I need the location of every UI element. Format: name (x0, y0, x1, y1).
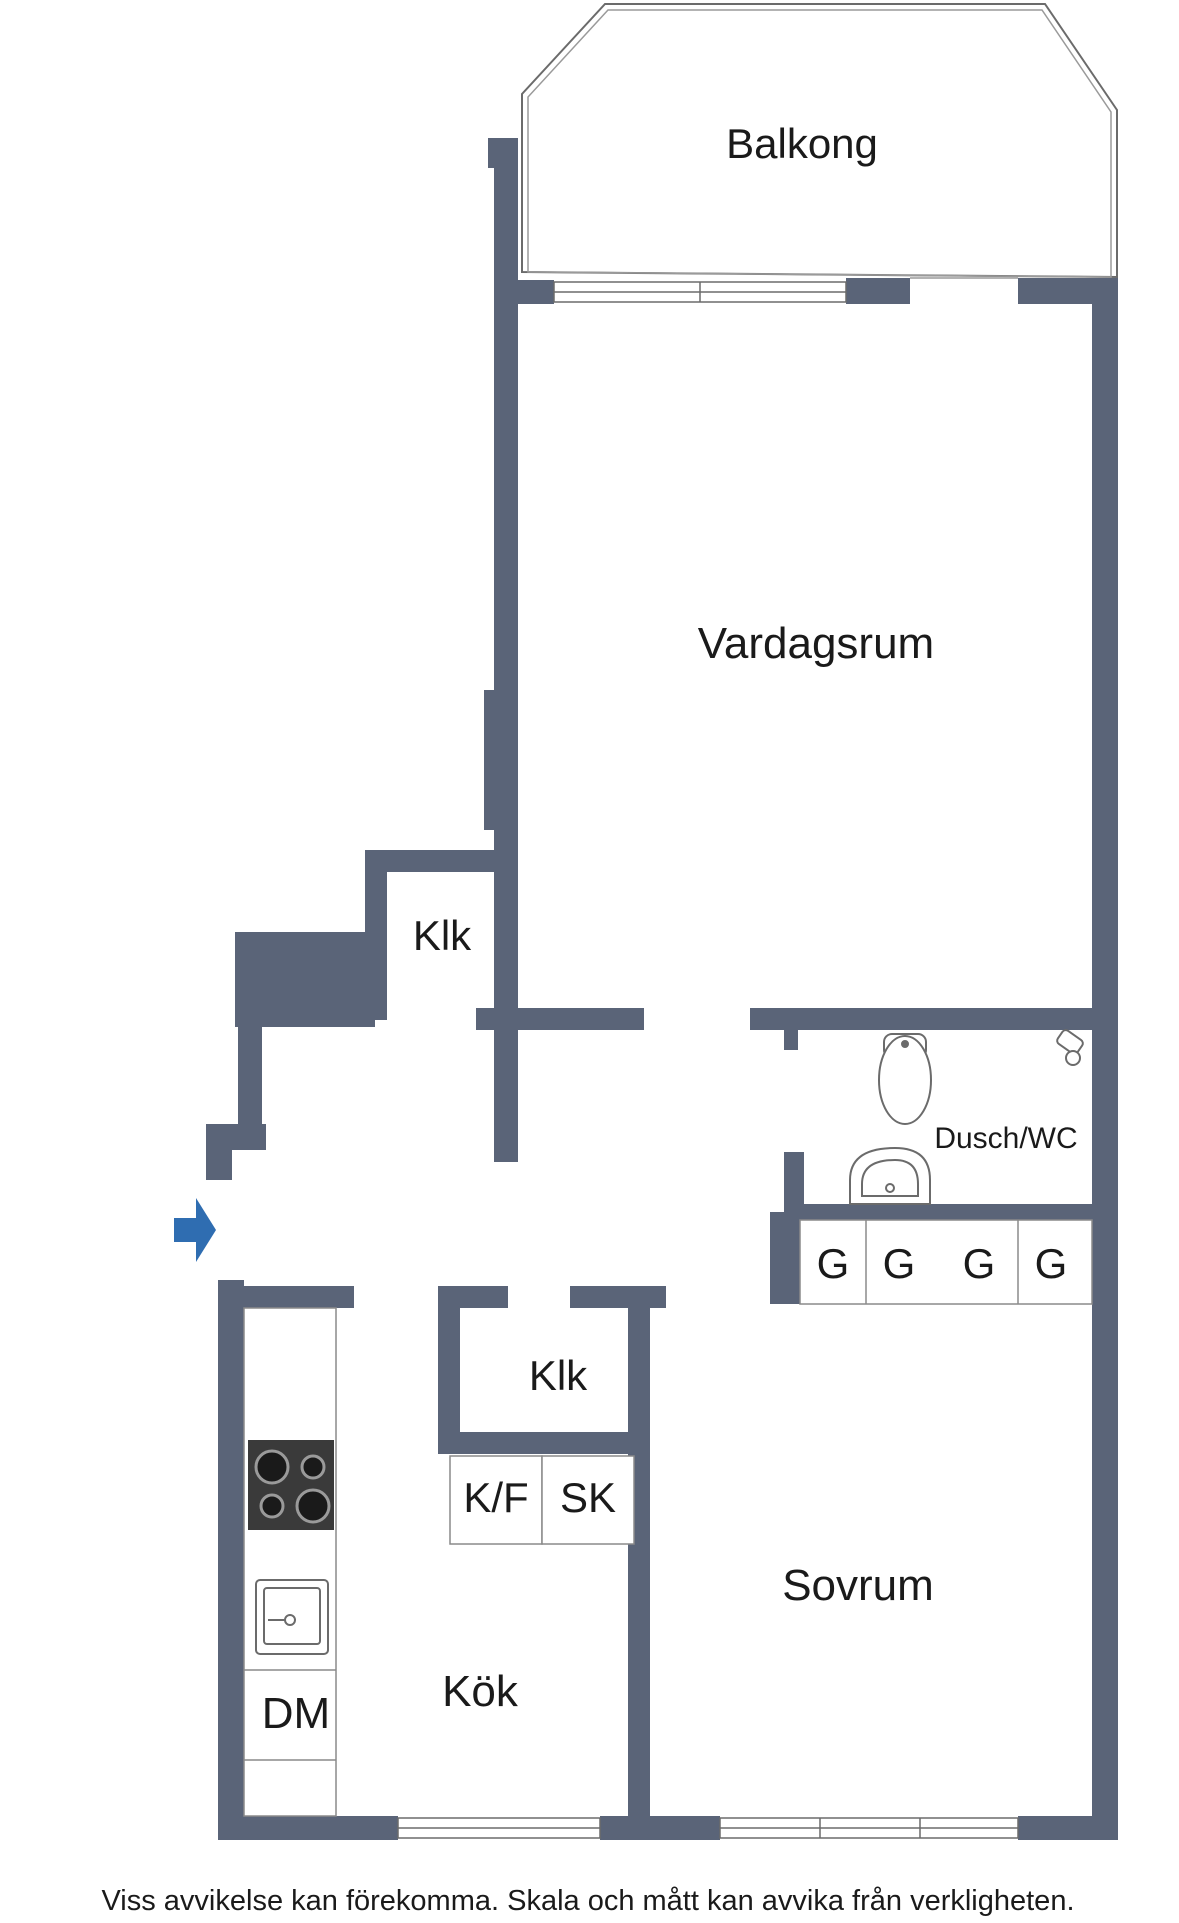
wall-bottom-mid (600, 1816, 720, 1840)
wall-right (1092, 278, 1118, 1840)
wall-top-mid (846, 278, 910, 304)
wall-bottom-left (218, 1816, 398, 1840)
wall-lower-klk-right (628, 1286, 650, 1816)
wall-left-mid (494, 850, 518, 1030)
room-label-closet-upper: Klk (413, 912, 472, 959)
room-label-bathroom: Dusch/WC (934, 1122, 1077, 1155)
wall-left-bulge (484, 690, 498, 830)
dishwasher-label: DM (262, 1689, 330, 1738)
wall-entry-left (206, 1124, 232, 1180)
window-balcony (553, 281, 847, 303)
room-labels: Balkong Vardagsrum Klk Dusch/WC Klk Kök … (413, 120, 1078, 1716)
wall-bottom-right (1018, 1816, 1118, 1840)
washbasin-icon (849, 1146, 931, 1205)
wall-kitchen-left (218, 1280, 244, 1840)
entrance-arrow-icon (174, 1198, 216, 1262)
wall-living-hall-right (750, 1008, 1118, 1030)
shower-head-icon (1056, 1029, 1084, 1066)
wall-bath-bottom (784, 1204, 1118, 1220)
window-bedroom (719, 1817, 1019, 1839)
broom-cupboard-box (541, 1455, 635, 1545)
wardrobe-label: G (883, 1240, 916, 1287)
room-label-kitchen: Kök (442, 1667, 519, 1716)
balcony-outline-inner (527, 9, 1112, 278)
wall-bath-stub (784, 1008, 798, 1050)
room-label-balcony: Balkong (726, 120, 878, 167)
counter-outline (243, 1307, 337, 1817)
wall-kitchen-top-right (570, 1286, 666, 1308)
wall-klk-top (365, 850, 498, 872)
wardrobe-label: G (1035, 1240, 1068, 1287)
wall-wardrobe-bottom (770, 1286, 804, 1304)
wall-chimney (235, 932, 375, 1027)
balcony (521, 3, 1118, 279)
wall-left-nub (488, 138, 518, 168)
wardrobes: G G G G (799, 1219, 1093, 1305)
window-kitchen (397, 1817, 601, 1839)
wardrobe-label: G (963, 1240, 996, 1287)
kitchen-sink-icon (255, 1579, 329, 1655)
kitchen-counter: DM (243, 1307, 337, 1817)
appliance-cabinets: K/F SK (449, 1455, 635, 1545)
room-label-bedroom: Sovrum (782, 1561, 934, 1610)
windows (397, 277, 1019, 1839)
room-label-living-room: Vardagsrum (698, 619, 934, 668)
wall-kitchen-top-left (218, 1286, 354, 1308)
fridge-freezer-label: K/F (463, 1474, 528, 1521)
toilet-icon (878, 1033, 932, 1125)
walls (206, 138, 1118, 1840)
fridge-box (449, 1455, 543, 1545)
room-label-closet-lower: Klk (529, 1352, 588, 1399)
balcony-outline (521, 3, 1118, 279)
wall-stub-vert (494, 1008, 518, 1162)
wall-lower-klk-left (438, 1286, 460, 1448)
wardrobe-label: G (817, 1240, 850, 1287)
wall-lower-klk-bottom (438, 1432, 650, 1454)
stove-icon (248, 1440, 334, 1530)
broom-cupboard-label: SK (560, 1474, 616, 1521)
disclaimer-text: Viss avvikelse kan förekomma. Skala och … (101, 1885, 1074, 1917)
